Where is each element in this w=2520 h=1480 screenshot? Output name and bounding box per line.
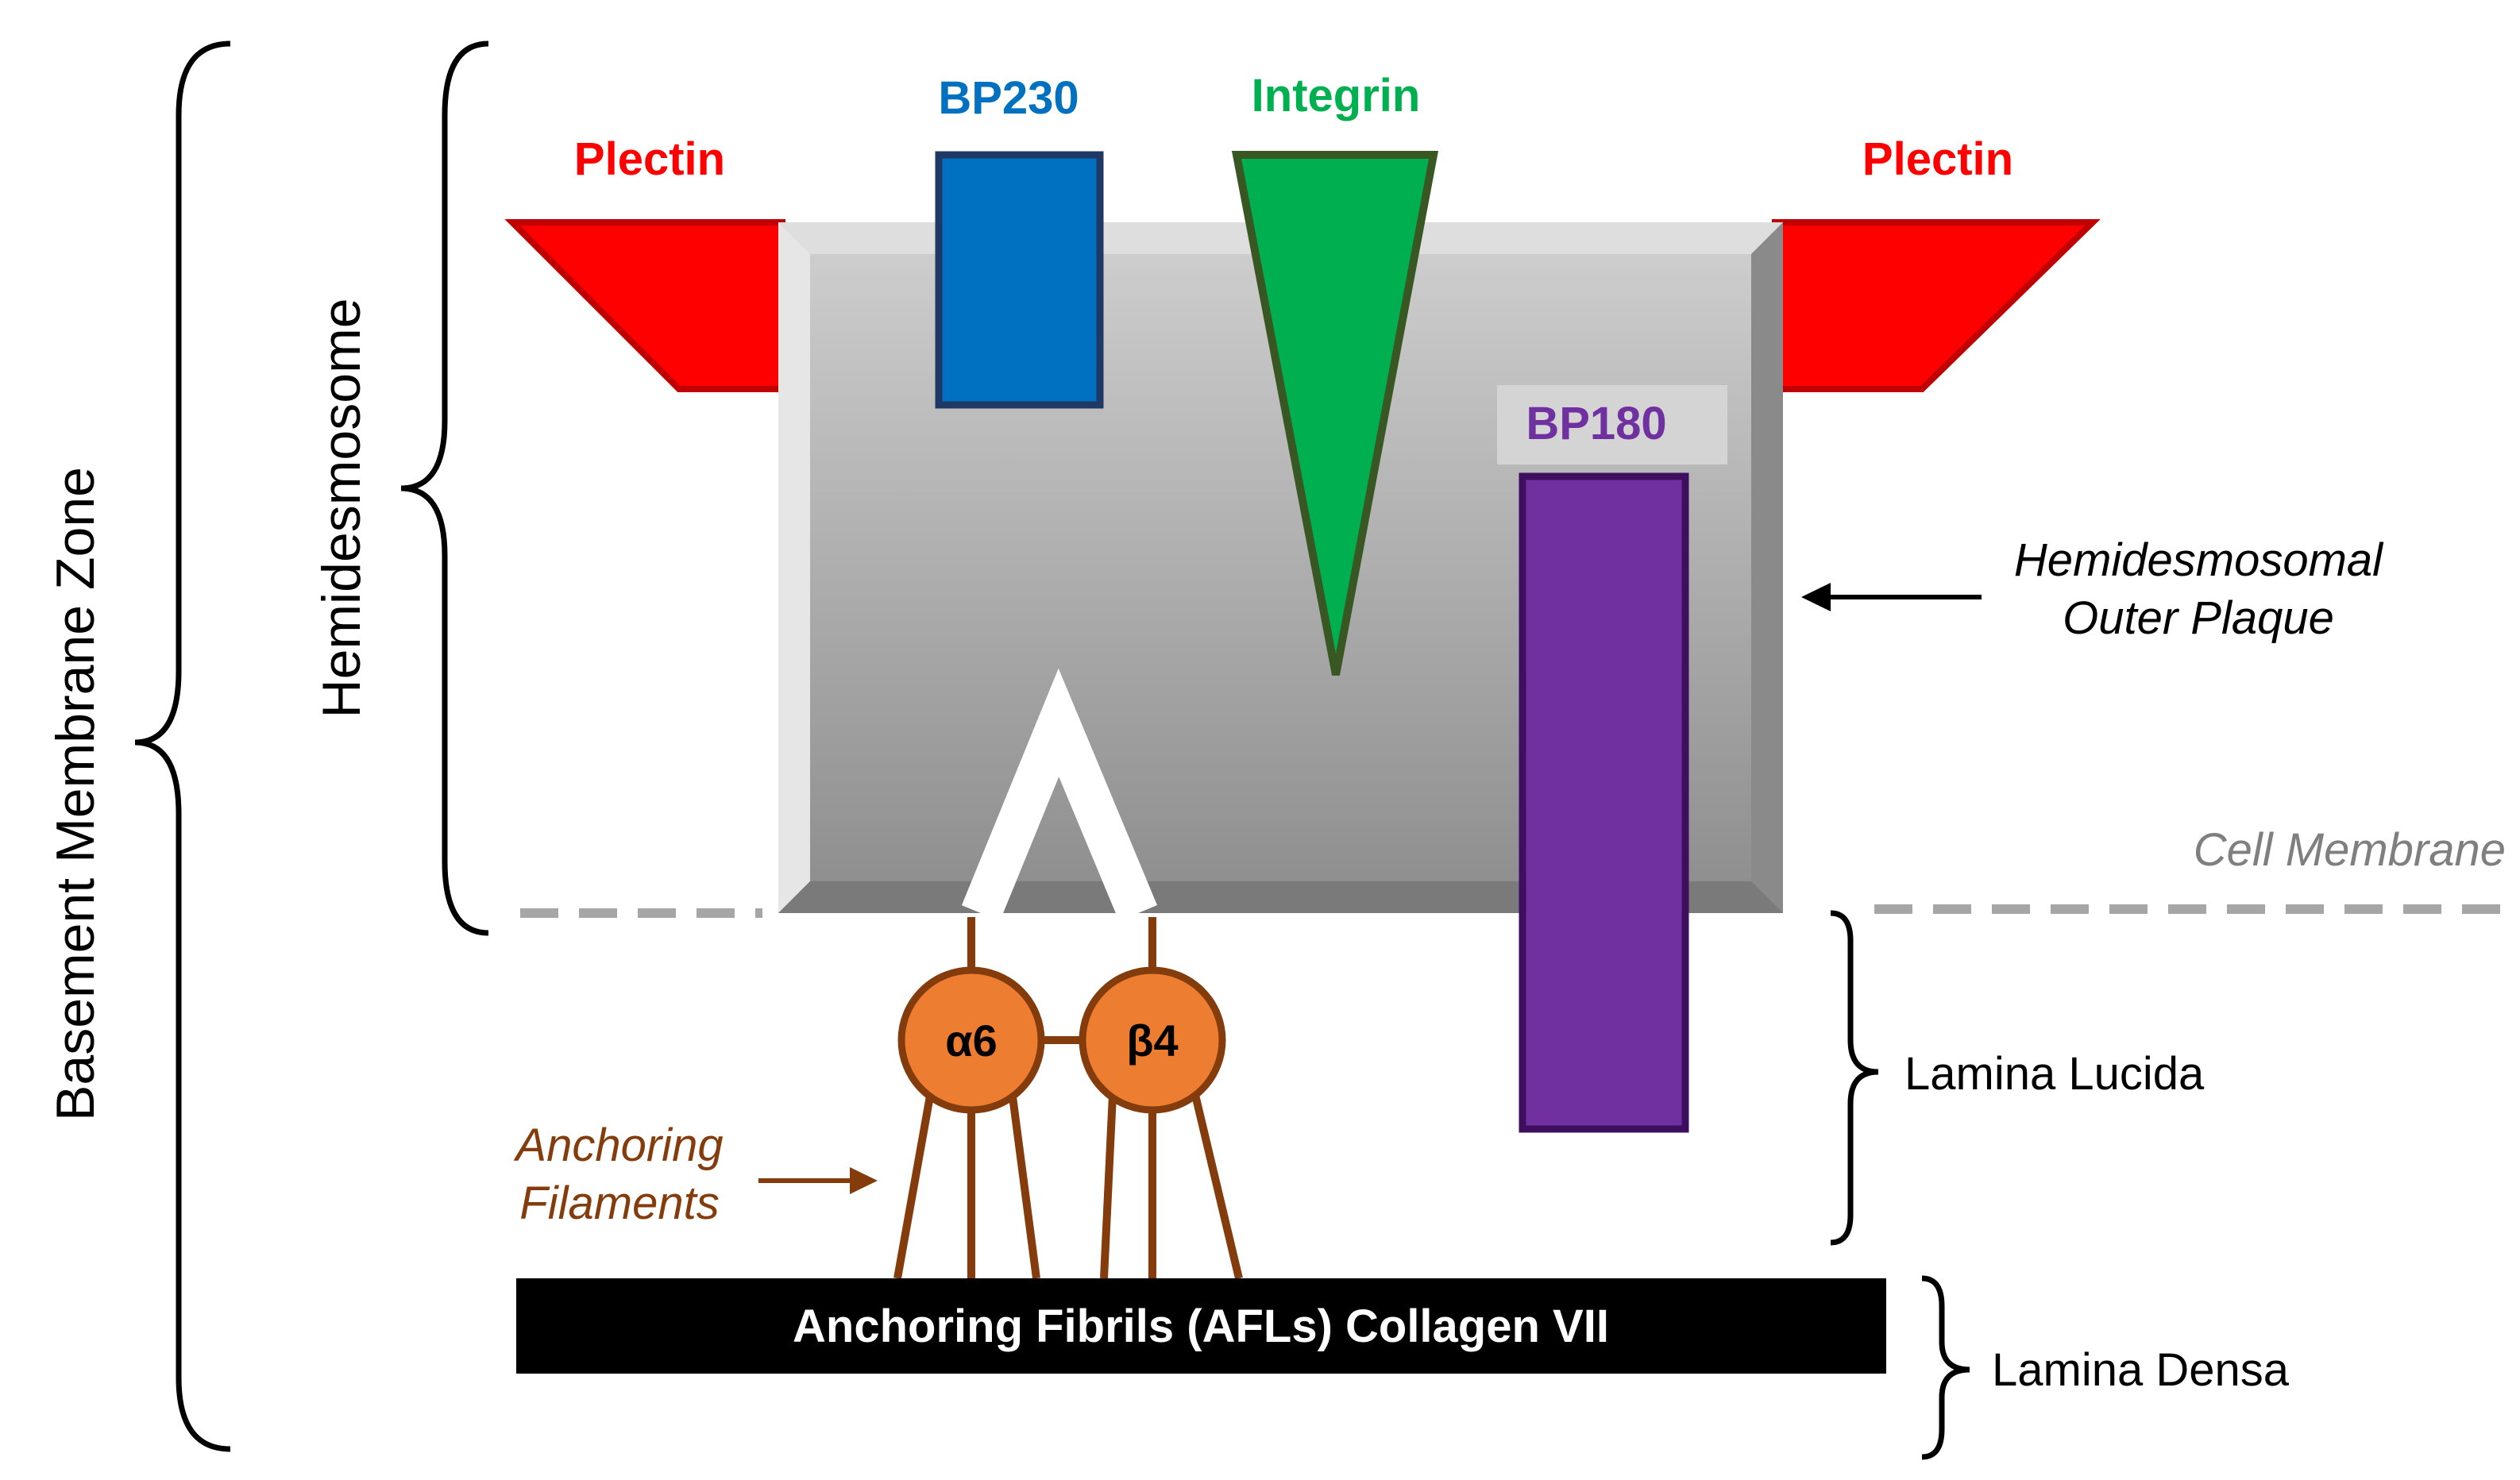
basement-membrane-zone-brace [134, 40, 231, 1452]
hemidesmosome-brace [400, 40, 489, 936]
alpha6-subunit [897, 966, 1045, 1114]
plectin-left [504, 219, 785, 392]
anchoring-filaments-arrowhead [850, 1167, 878, 1194]
bp180-block [1519, 472, 1689, 1133]
integrin-label: Integrin [1252, 70, 1421, 121]
lamina-densa-label: Lamina Densa [1992, 1344, 2290, 1396]
outer-plaque-label-line2: Outer Plaque [2063, 592, 2334, 644]
bp230-label: BP230 [938, 72, 1079, 124]
collagen-vii-bar [516, 1278, 1886, 1374]
bp180-label: BP180 [1526, 398, 1666, 449]
plectin-right [1772, 219, 2101, 392]
hemidesmosome-label: Hemidesmosome [311, 298, 372, 718]
lamina-lucida-brace [1830, 910, 1879, 1246]
integrin-alpha6-beta4-stalk [961, 668, 1157, 921]
plectin-right-label: Plectin [1862, 133, 2013, 185]
integrin-triangle [1231, 151, 1439, 676]
anchoring-filaments-label-line1: Anchoring [513, 1120, 723, 1171]
beta4-label: β4 [1126, 1016, 1178, 1066]
collagen-vii-label: Anchoring Fibrils (AFLs) Collagen VII [793, 1301, 1609, 1352]
alpha6-label: α6 [945, 1016, 998, 1066]
bp180-label-backdrop [1497, 385, 1727, 464]
anchoring-filaments-label-line2: Filaments [519, 1177, 719, 1229]
basement-membrane-zone-label: Basement Membrane Zone [45, 467, 106, 1121]
cell-membrane-label: Cell Membrane [2194, 824, 2506, 876]
plectin-left-label: Plectin [574, 133, 725, 185]
outer-plaque-arrowhead [1801, 583, 1831, 611]
anchoring-filaments [893, 917, 1243, 1280]
lamina-densa-brace [1921, 1275, 1970, 1460]
bp230-block [935, 151, 1104, 409]
beta4-subunit [1079, 966, 1226, 1114]
outer-plaque-label-line1: Hemidesmosomal [2014, 534, 2384, 586]
lamina-lucida-label: Lamina Lucida [1904, 1048, 2205, 1100]
